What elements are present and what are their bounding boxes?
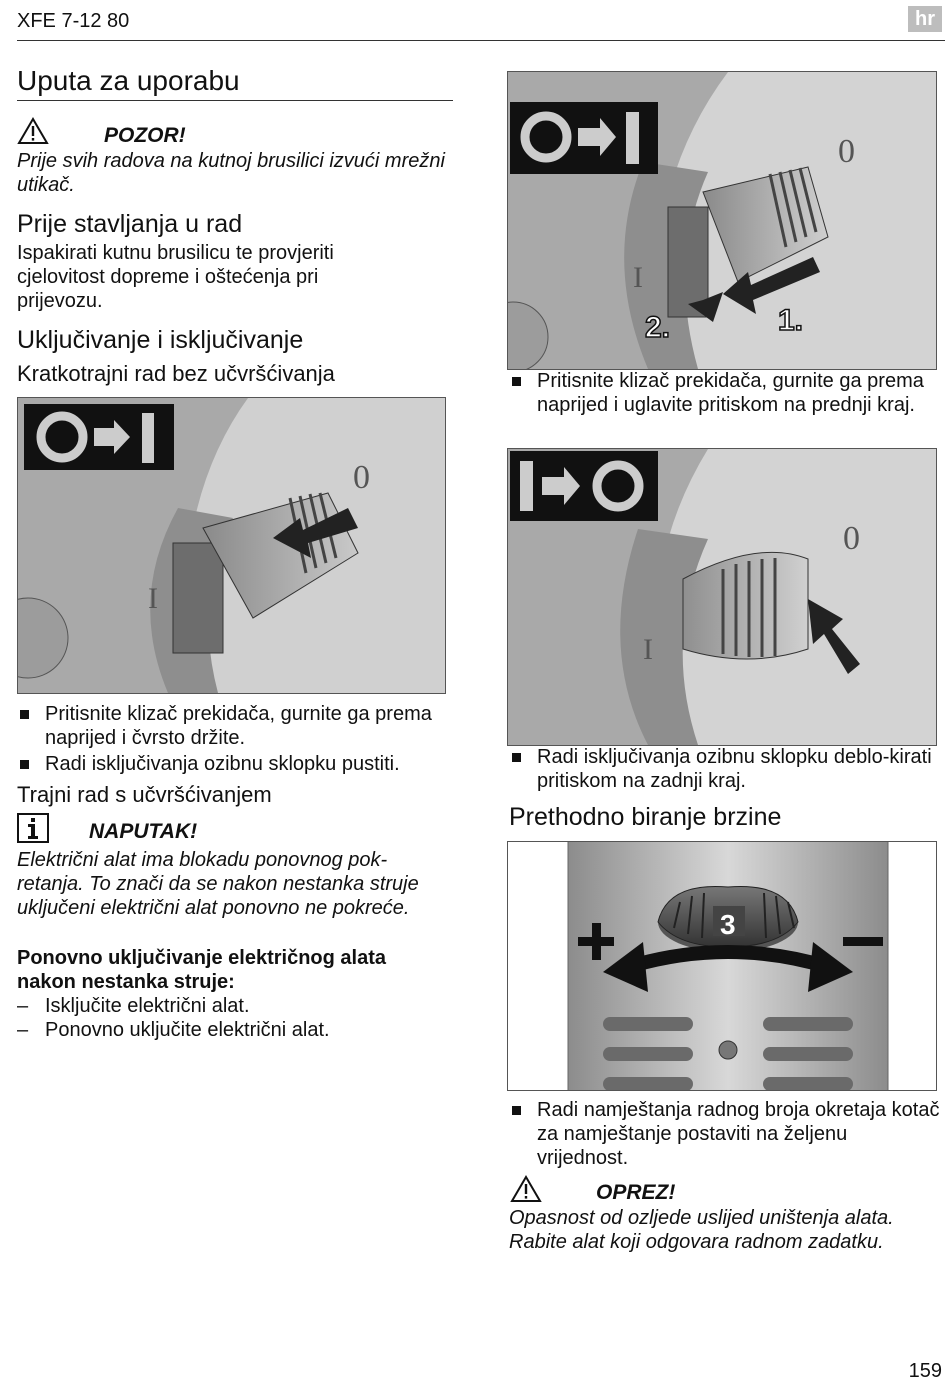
header-divider [17, 40, 945, 41]
switch-illustration: I 0 [18, 398, 445, 693]
warning-text: Prije svih radova na kutnoj brusilici iz… [17, 150, 445, 196]
section-heading-switching: Uključivanje i isključivanje [17, 326, 304, 354]
figure-speed-dial: 3 [507, 841, 937, 1091]
list-item: Radi namještanja radnog broja okretaja k… [509, 1098, 941, 1170]
main-title-rule [17, 100, 453, 101]
language-badge: hr [908, 6, 942, 32]
figure-switch-off: I 0 [507, 448, 937, 746]
figure-switch-on-momentary: I 0 [17, 397, 446, 694]
switching-bullets: Pritisnite klizač prekidača, gurnite ga … [17, 702, 449, 776]
switch-off-illustration: I 0 [508, 449, 936, 745]
step-1-label: 1. [778, 304, 803, 337]
document-model-title: XFE 7-12 80 [17, 10, 130, 32]
list-item: Pritisnite klizač prekidača, gurnite ga … [17, 702, 449, 750]
caution-triangle-icon [510, 1175, 542, 1202]
list-item: Pritisnite klizač prekidača, gurnite ga … [509, 369, 941, 417]
warning-label: POZOR! [104, 124, 186, 147]
svg-text:0: 0 [838, 133, 855, 170]
svg-text:I: I [633, 261, 643, 294]
note-label: NAPUTAK! [89, 820, 198, 843]
list-item: Ponovno uključite električni alat. [17, 1018, 449, 1042]
speed-dial-value: 3 [720, 909, 736, 940]
step-2-label: 2. [645, 311, 670, 344]
note-text: Električni alat ima blokadu ponovnog pok… [17, 849, 419, 919]
svg-text:0: 0 [353, 459, 370, 496]
fig1-bullets: Pritisnite klizač prekidača, gurnite ga … [509, 369, 941, 417]
page-number: 159 [908, 1360, 942, 1382]
list-item: Radi isključivanja ozibnu sklopku deblo-… [509, 745, 941, 793]
speed-bullets: Radi namještanja radnog broja okretaja k… [509, 1098, 941, 1170]
caution-text: Opasnost od ozljede uslijed uništenja al… [509, 1207, 894, 1253]
fig2-bullets: Radi isključivanja ozibnu sklopku deblo-… [509, 745, 941, 793]
subheading-short-operation: Kratkotrajni rad bez učvršćivanja [17, 361, 335, 386]
subheading-continuous-operation: Trajni rad s učvršćivanjem [17, 782, 272, 807]
warning-triangle-icon [17, 117, 49, 144]
speed-dial-illustration: 3 [508, 842, 936, 1090]
main-title: Uputa za uporabu [17, 65, 240, 96]
restart-heading: Ponovno uključivanje električnog alata n… [17, 947, 386, 993]
list-item: Isključite električni alat. [17, 994, 449, 1018]
switch-lock-illustration: I 0 2. 1. [508, 72, 936, 369]
figure-switch-on-locked: I 0 2. 1. [507, 71, 937, 370]
section-heading-speed-preselection: Prethodno biranje brzine [509, 803, 782, 831]
svg-text:I: I [643, 633, 653, 666]
svg-text:I: I [148, 582, 158, 615]
section-heading-before-start: Prije stavljanja u rad [17, 210, 243, 238]
restart-steps: Isključite električni alat. Ponovno uklj… [17, 994, 449, 1042]
caution-label: OPREZ! [596, 1181, 676, 1204]
before-start-text: Ispakirati kutnu brusilicu te provjeriti… [17, 242, 334, 312]
svg-text:0: 0 [843, 520, 860, 557]
info-icon [17, 813, 49, 843]
main-title-block: Uputa za uporabu [17, 64, 453, 101]
list-item: Radi isključivanja ozibnu sklopku pustit… [17, 752, 449, 776]
